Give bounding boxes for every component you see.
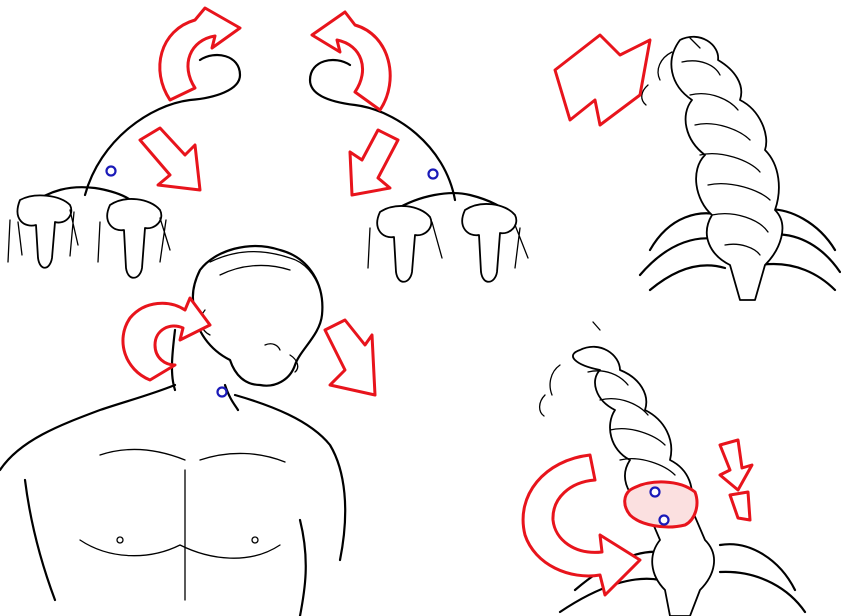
vertebra-bone xyxy=(377,206,431,282)
left-arm xyxy=(25,480,55,600)
pivot-dot-icon xyxy=(651,488,660,497)
nipple xyxy=(117,537,123,543)
neck-rotation-figure xyxy=(0,246,375,616)
pivot-dot-icon xyxy=(429,170,438,179)
spine-column-lower xyxy=(523,322,805,616)
left-shoulder xyxy=(0,385,175,470)
vertebra-process xyxy=(515,225,528,268)
pivot-dot-icon xyxy=(218,388,227,397)
neck xyxy=(172,330,238,410)
straight-arrow-icon xyxy=(720,440,752,490)
pivot-dot-icon xyxy=(107,167,116,176)
chest-line xyxy=(80,540,280,558)
nipple xyxy=(252,537,258,543)
head xyxy=(193,246,322,386)
vertebra-arc-right xyxy=(310,12,528,282)
straight-arrow-icon xyxy=(555,35,650,125)
eye xyxy=(265,344,280,350)
spinous-process xyxy=(540,322,600,416)
vertebra-stack xyxy=(671,37,782,300)
vertebra-bone xyxy=(18,195,72,267)
straight-arrow-icon xyxy=(350,130,398,195)
curved-arrow-icon xyxy=(123,298,210,380)
hair xyxy=(210,252,320,290)
curved-arrow-icon xyxy=(523,455,640,595)
pivot-dot-icon xyxy=(660,516,669,525)
vertebra-arc-left xyxy=(8,8,240,278)
straight-arrow-icon xyxy=(325,320,375,395)
right-arm xyxy=(300,520,306,616)
straight-arrow-icon xyxy=(730,492,750,520)
right-shoulder xyxy=(235,395,345,560)
collarbone xyxy=(100,450,285,462)
spine-column-upper xyxy=(555,35,840,300)
straight-arrow-icon xyxy=(140,128,200,190)
vertebra-bone xyxy=(107,199,161,278)
vertebra-bone xyxy=(462,204,516,282)
curved-arrow-icon xyxy=(160,8,240,100)
